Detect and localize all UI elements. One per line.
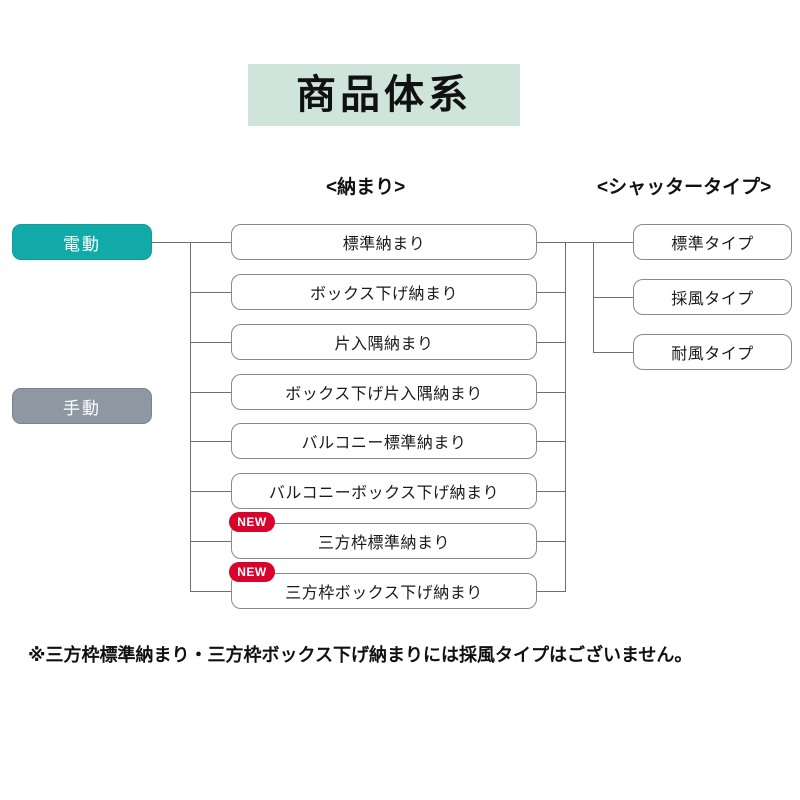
naumari-item-4[interactable]: ボックス下げ片入隅納まり xyxy=(231,374,537,410)
naumari-item-6-label: バルコニーボックス下げ納まり xyxy=(268,485,500,502)
page-title-text: 商品体系 xyxy=(296,73,472,117)
drive-mode-electric-label: 電動 xyxy=(63,234,101,254)
connector-left-stub-8 xyxy=(190,591,231,592)
naumari-item-3[interactable]: 片入隅納まり xyxy=(231,324,537,360)
connector-right-stub-4 xyxy=(537,392,566,393)
connector-left-stub-3 xyxy=(190,342,231,343)
drive-mode-electric-button[interactable]: 電動 xyxy=(12,224,152,260)
connector-left-stub-6 xyxy=(190,491,231,492)
connector-left-stub-2 xyxy=(190,292,231,293)
new-badge-naumari-item-8: NEW xyxy=(229,562,275,582)
new-badge-naumari-item-7: NEW xyxy=(229,512,275,532)
connector-right-stub-2 xyxy=(537,292,566,293)
shutter-type-1-label: 標準タイプ xyxy=(671,236,754,253)
shutter-type-3-label: 耐風タイプ xyxy=(671,346,754,363)
connector-shutter-stub-3 xyxy=(593,352,633,353)
connector-right-stub-5 xyxy=(537,441,566,442)
connector-left-stub-4 xyxy=(190,392,231,393)
shutter-type-2-label: 採風タイプ xyxy=(671,291,754,308)
naumari-item-1[interactable]: 標準納まり xyxy=(231,224,537,260)
naumari-item-4-label: ボックス下げ片入隅納まり xyxy=(285,386,483,403)
column-header-naumari: <納まり> xyxy=(326,177,406,198)
shutter-type-2[interactable]: 採風タイプ xyxy=(633,279,792,315)
column-header-shutter-type: <シャッタータイプ> xyxy=(597,177,772,198)
connector-right-stub-7 xyxy=(537,541,566,542)
naumari-item-6[interactable]: バルコニーボックス下げ納まり xyxy=(231,473,537,509)
drive-mode-manual-button[interactable]: 手動 xyxy=(12,388,152,424)
new-badge-label-8: NEW xyxy=(237,565,267,579)
naumari-item-7[interactable]: 三方枠標準納まり xyxy=(231,523,537,559)
connector-left-stub-1 xyxy=(190,242,231,243)
connector-right-stub-6 xyxy=(537,491,566,492)
connector-shutter-stub-1 xyxy=(593,242,633,243)
connector-right-stub-8 xyxy=(537,591,566,592)
naumari-item-5[interactable]: バルコニー標準納まり xyxy=(231,423,537,459)
naumari-item-7-label: 三方枠標準納まり xyxy=(317,535,450,552)
naumari-item-1-label: 標準納まり xyxy=(342,236,426,253)
new-badge-label-7: NEW xyxy=(237,515,267,529)
connector-left-stub-5 xyxy=(190,441,231,442)
naumari-item-5-label: バルコニー標準納まり xyxy=(301,435,467,452)
drive-mode-manual-label: 手動 xyxy=(63,398,101,418)
naumari-item-8[interactable]: 三方枠ボックス下げ納まり xyxy=(231,573,537,609)
footnote: ※三方枠標準納まり・三方枠ボックス下げ納まりには採風タイプはございません。 xyxy=(28,645,693,665)
naumari-item-3-label: 片入隅納まり xyxy=(334,336,434,353)
connector-right-stub-3 xyxy=(537,342,566,343)
page-title: 商品体系 xyxy=(248,64,520,126)
naumari-item-8-label: 三方枠ボックス下げ納まり xyxy=(285,585,483,602)
naumari-item-2-label: ボックス下げ納まり xyxy=(309,286,459,303)
connector-center-collect-trunk xyxy=(565,242,566,591)
connector-right-stub-1 xyxy=(537,242,566,243)
connector-left-trunk xyxy=(190,242,191,591)
shutter-type-3[interactable]: 耐風タイプ xyxy=(633,334,792,370)
shutter-type-1[interactable]: 標準タイプ xyxy=(633,224,792,260)
connector-left-stub-7 xyxy=(190,541,231,542)
naumari-item-2[interactable]: ボックス下げ納まり xyxy=(231,274,537,310)
connector-shutter-stub-2 xyxy=(593,297,633,298)
